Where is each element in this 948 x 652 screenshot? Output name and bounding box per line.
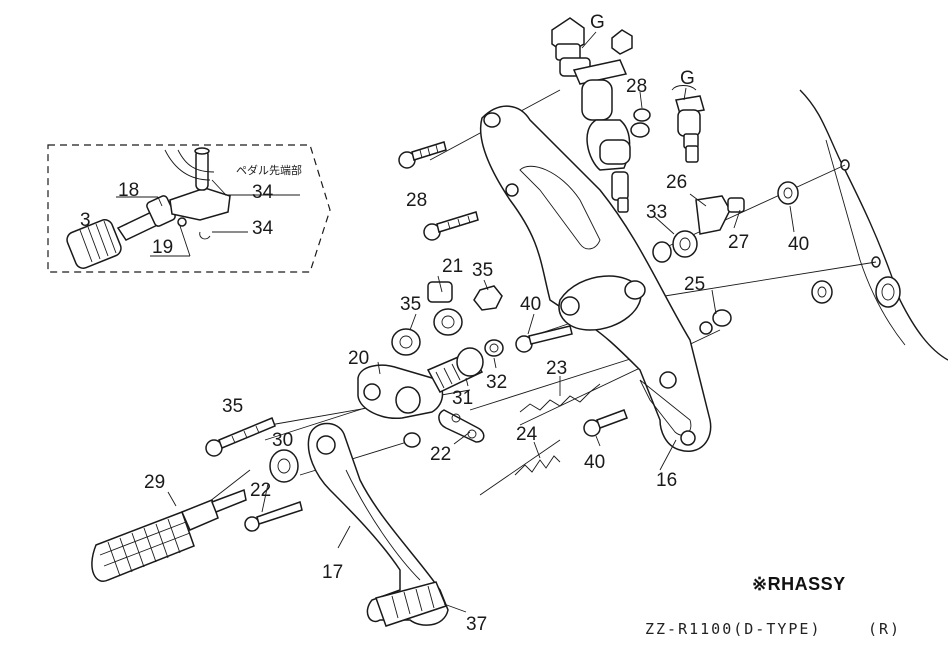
inset-note-pedal-tip: ペダル先端部 xyxy=(236,163,302,177)
callout-31: 31 xyxy=(452,388,473,409)
callout-35-nut: 35 xyxy=(472,260,493,281)
callout-18-inset: 18 xyxy=(118,180,139,201)
brake-switch xyxy=(671,85,705,163)
bolt-35-long xyxy=(205,417,276,457)
bolt-28-upper xyxy=(398,141,447,169)
callout-26: 26 xyxy=(666,172,687,193)
callout-34-inset-top: 34 xyxy=(252,182,274,203)
callout-g-switch: G xyxy=(680,68,695,89)
pedal-tip-inset: ペダル先端部 34 18 3 19 34 xyxy=(47,144,331,273)
inset-dashed-border xyxy=(47,144,331,273)
callout-35-spacer: 35 xyxy=(400,294,421,315)
inset-peg-rubber xyxy=(66,219,122,269)
springs-and-link xyxy=(438,383,601,476)
assembly-name: ※RHASSY xyxy=(752,574,846,594)
callout-29: 29 xyxy=(144,472,165,493)
callout-3-inset: 3 xyxy=(80,210,91,231)
inset-pedal-tip-shaft xyxy=(116,147,231,241)
pivot-parts xyxy=(357,347,484,419)
callout-g-master: G xyxy=(590,12,605,33)
callout-37: 37 xyxy=(466,614,487,635)
callout-19-inset: 19 xyxy=(152,237,173,258)
callout-22-bolt: 22 xyxy=(250,480,271,501)
footrest-bracket xyxy=(479,105,712,453)
callout-34-inset-bottom: 34 xyxy=(252,218,274,239)
callout-25: 25 xyxy=(684,274,705,295)
spacers-and-nuts xyxy=(391,181,833,448)
callout-27: 27 xyxy=(728,232,749,253)
callout-20: 20 xyxy=(348,348,369,369)
bolt-40-lower xyxy=(583,409,628,437)
callout-33: 33 xyxy=(646,202,667,223)
callout-23: 23 xyxy=(546,358,567,379)
title-block: ※RHASSY ZZ-R1100(D-TYPE) (R) xyxy=(645,574,901,638)
callout-22-link: 22 xyxy=(430,444,451,465)
callout-16: 16 xyxy=(656,470,677,491)
callout-30: 30 xyxy=(272,430,293,451)
frame-edge xyxy=(799,89,948,361)
side-designation: (R) xyxy=(868,620,901,638)
callout-40-right: 40 xyxy=(788,234,809,255)
callout-21: 21 xyxy=(442,256,463,277)
callout-40-middle: 40 xyxy=(520,294,541,315)
bolt-28-lower xyxy=(423,211,479,241)
callout-32: 32 xyxy=(486,372,507,393)
callout-35-bolt: 35 xyxy=(222,396,243,417)
bolt-40-middle xyxy=(515,325,573,353)
bolt-22 xyxy=(244,501,303,532)
washer-30 xyxy=(269,449,299,483)
callout-28-top: 28 xyxy=(626,76,647,97)
callout-17: 17 xyxy=(322,562,343,583)
callout-24: 24 xyxy=(516,424,538,445)
model-name: ZZ-R1100(D-TYPE) xyxy=(645,620,822,638)
master-cylinder xyxy=(551,17,651,213)
footpeg xyxy=(91,488,247,582)
callout-28-left: 28 xyxy=(406,190,427,211)
brake-pedal xyxy=(307,422,449,627)
bolts xyxy=(205,141,628,532)
callout-40-lower: 40 xyxy=(584,452,605,473)
callout-labels: G G 28 28 26 33 27 40 21 35 35 40 25 20 … xyxy=(144,12,809,635)
leader-lines xyxy=(167,31,795,613)
